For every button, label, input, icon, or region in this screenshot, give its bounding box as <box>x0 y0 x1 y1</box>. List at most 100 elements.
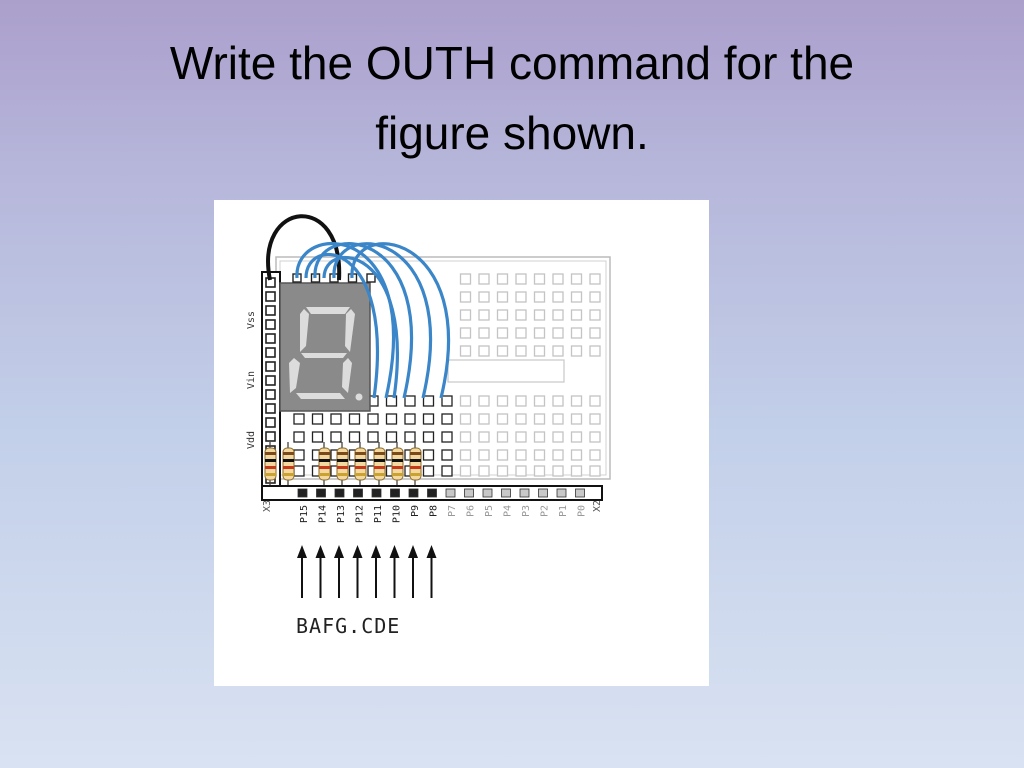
board-hole <box>533 273 546 285</box>
resistor-band <box>392 459 403 462</box>
board-hole <box>552 273 564 285</box>
board-hole <box>552 431 564 443</box>
pin-label-p14: P14 <box>318 505 329 523</box>
io-pin <box>427 488 437 498</box>
board-hole <box>459 413 472 425</box>
board-hole <box>478 413 490 425</box>
io-pin <box>316 488 326 498</box>
board-hole <box>330 413 342 425</box>
board-hole <box>515 273 527 285</box>
pin-label-p7: P7 <box>447 505 458 517</box>
power-hole <box>265 319 276 330</box>
board-hole <box>496 395 509 407</box>
board-hole <box>348 431 361 443</box>
board-hole <box>533 345 546 357</box>
board-hole <box>515 395 527 407</box>
vdd-label: Vdd <box>246 431 257 449</box>
blue-wire <box>313 242 413 399</box>
board-hole <box>422 413 435 425</box>
io-pin <box>575 488 585 498</box>
pin-label-p15: P15 <box>299 505 310 523</box>
board-hole <box>459 273 472 285</box>
board-hole <box>496 309 509 321</box>
board-hole <box>496 465 509 477</box>
board-hole <box>552 345 564 357</box>
board-hole <box>515 413 527 425</box>
pin-label-p8: P8 <box>429 505 440 517</box>
seven-segment-display <box>279 273 376 412</box>
board-hole <box>459 327 472 339</box>
resistor-band <box>410 473 421 476</box>
resistor-band <box>410 466 421 469</box>
slide-title: Write the OUTH command for the figure sh… <box>169 37 855 159</box>
board-hole <box>515 465 527 477</box>
board-hole <box>515 345 527 357</box>
board-hole <box>496 431 509 443</box>
pin-label-p2: P2 <box>540 505 551 517</box>
power-hole <box>265 305 276 316</box>
blue-jumper-wires <box>295 241 450 399</box>
resistor-array <box>264 442 422 488</box>
board-hole <box>478 465 490 477</box>
board-hole <box>589 291 601 303</box>
pin-label-p0: P0 <box>577 505 588 517</box>
board-hole <box>478 449 490 461</box>
board-hole <box>589 345 601 357</box>
resistor-band <box>374 473 385 476</box>
board-hole <box>570 413 583 425</box>
resistor-band <box>319 466 330 469</box>
resistor-band <box>283 466 294 469</box>
pin-label-p4: P4 <box>503 505 514 517</box>
power-hole <box>265 389 276 400</box>
io-header-pins <box>297 488 585 498</box>
power-hole <box>265 431 276 442</box>
io-pin <box>464 488 474 498</box>
io-pin <box>445 488 456 498</box>
pin-label-p11: P11 <box>373 505 384 523</box>
board-hole <box>589 449 601 461</box>
arrow-head <box>334 545 344 558</box>
board-hole <box>496 291 509 303</box>
resistor-band <box>283 473 294 476</box>
power-hole <box>265 291 276 302</box>
pin-label-p12: P12 <box>355 505 366 523</box>
board-hole <box>589 413 601 425</box>
board-hole <box>385 413 398 425</box>
board-hole <box>441 431 453 443</box>
board-hole <box>496 449 509 461</box>
pin-label-p6: P6 <box>466 505 477 517</box>
board-hole <box>478 327 490 339</box>
board-hole <box>478 273 490 285</box>
board-hole <box>515 431 527 443</box>
board-hole <box>496 327 509 339</box>
board-hole <box>311 413 324 425</box>
board-hole <box>478 395 490 407</box>
board-hole <box>533 465 546 477</box>
resistor-band <box>392 466 403 469</box>
display-body <box>279 282 371 412</box>
resistor-band <box>265 466 276 469</box>
board-hole <box>533 291 546 303</box>
board-hole <box>422 431 435 443</box>
pin-label-p3: P3 <box>521 505 532 517</box>
io-pin <box>334 488 345 498</box>
resistor-body <box>282 447 295 481</box>
vss-label: Vss <box>246 311 257 329</box>
io-pin <box>538 488 548 498</box>
resistor-body <box>336 447 349 481</box>
resistor-body <box>354 447 367 481</box>
segment-b <box>345 309 355 352</box>
breadboard-figure: Vss Vin Vdd X3 X2 <box>214 200 709 686</box>
board-hole <box>570 465 583 477</box>
resistor-band <box>374 459 385 462</box>
pin-label-p13: P13 <box>336 505 347 523</box>
resistor-band <box>374 452 385 455</box>
segment-c <box>342 358 352 393</box>
segment-a <box>306 307 350 314</box>
resistor-body <box>318 447 331 481</box>
io-pin <box>556 488 567 498</box>
board-hole <box>533 413 546 425</box>
board-hole <box>367 413 379 425</box>
board-hole <box>589 273 601 285</box>
